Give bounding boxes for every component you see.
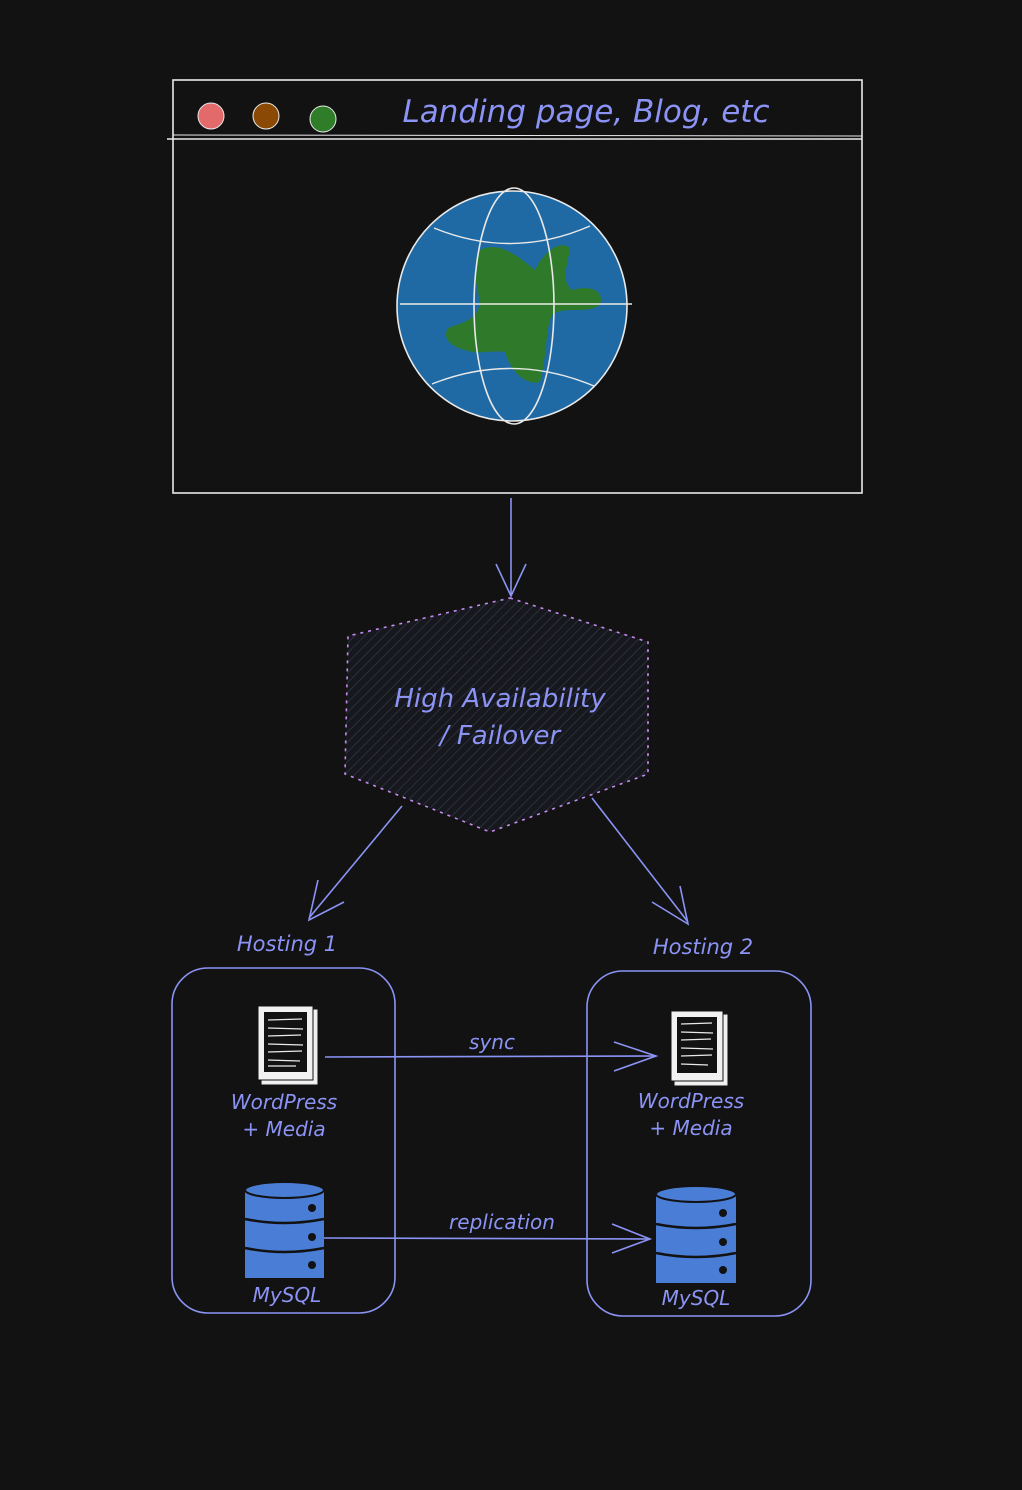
globe-icon [396, 187, 632, 425]
arrow-failover-to-hosting-1 [307, 805, 403, 922]
hosting-1: Hosting 1 WordPress + Media MySQL [171, 932, 396, 1314]
hosting-2-title: Hosting 2 [653, 935, 753, 959]
window-close-dot [197, 102, 225, 130]
replication-label: replication [449, 1210, 555, 1234]
failover-label-line1: High Availability [394, 684, 606, 714]
hosting-1-app-label-line1: WordPress [231, 1090, 337, 1114]
document-icon [257, 1005, 318, 1085]
hosting-1-db-label: MySQL [253, 1283, 322, 1307]
hosting-2-app-label-line2: + Media [649, 1116, 732, 1140]
replication-arrow: replication [323, 1210, 653, 1254]
database-icon [244, 1181, 325, 1278]
window-minimize-dot [252, 102, 280, 130]
failover-label-line2: / Failover [438, 721, 563, 751]
browser-window: Landing page, Blog, etc [167, 79, 863, 494]
hosting-2-db-label: MySQL [662, 1286, 731, 1310]
arrow-browser-to-failover [495, 498, 527, 598]
failover-node: High Availability / Failover [344, 597, 649, 833]
hosting-2: Hosting 2 WordPress + Media MySQL [586, 935, 812, 1317]
hosting-1-app-label-line2: + Media [242, 1117, 325, 1141]
sync-label: sync [469, 1030, 515, 1054]
browser-title: Landing page, Blog, etc [402, 94, 769, 130]
hosting-1-title: Hosting 1 [237, 932, 337, 956]
document-icon [670, 1010, 728, 1086]
database-icon [655, 1185, 737, 1283]
hosting-2-app-label-line1: WordPress [638, 1089, 744, 1113]
sync-arrow: sync [324, 1030, 659, 1072]
arrow-failover-to-hosting-2 [591, 797, 690, 926]
window-maximize-dot [309, 105, 337, 133]
